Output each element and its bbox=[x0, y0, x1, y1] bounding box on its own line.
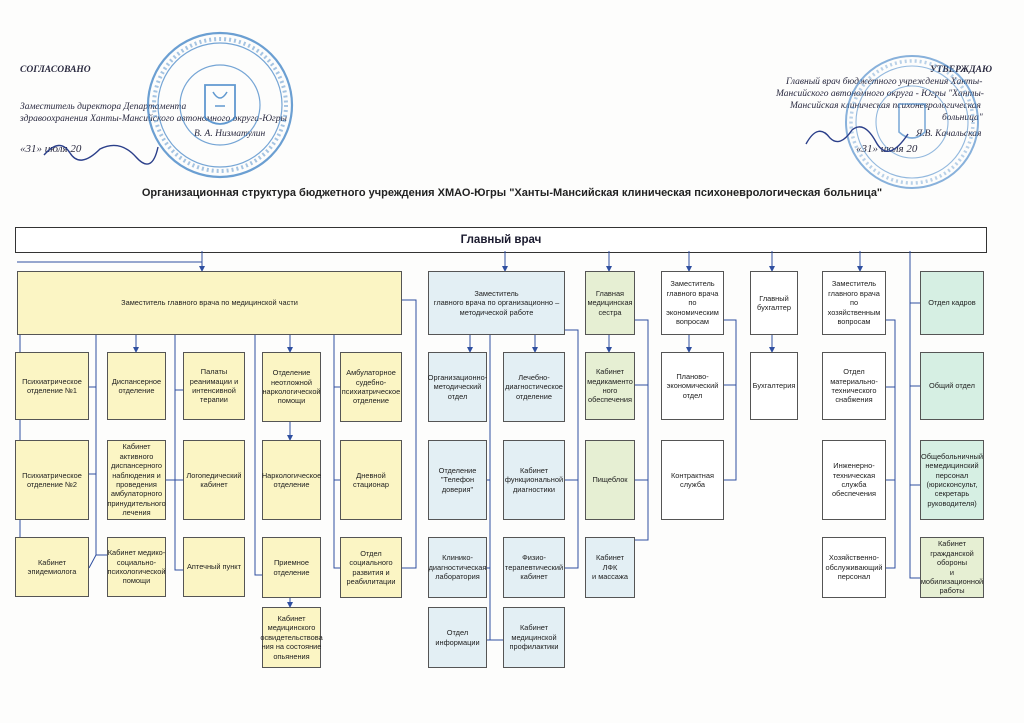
approval-right-position-4: больница" bbox=[942, 113, 983, 123]
information-dept-box: Отдел информации bbox=[428, 607, 487, 668]
medical-examination-office-box: Кабинет медицинского освидетельствова ни… bbox=[260, 607, 323, 668]
civil-defense-office-box: Кабинет гражданской обороны и мобилизаци… bbox=[920, 537, 984, 598]
food-unit-box: Пищеблок bbox=[585, 440, 635, 520]
clinical-lab-box: Клинико- диагностическая лаборатория bbox=[428, 537, 487, 598]
psychiatric-dept-2-box: Психиатрическое отделение №2 bbox=[15, 440, 89, 520]
accounting-dept-box: Бухгалтерия bbox=[750, 352, 798, 420]
date-year: 20 bbox=[70, 143, 82, 155]
pharmacy-point-box: Аптечный пункт bbox=[183, 537, 245, 597]
maintenance-staff-box: Хозяйственно- обслуживающий персонал bbox=[822, 537, 886, 598]
contract-service-box: Контрактная служба bbox=[661, 440, 724, 520]
icu-wards-box: Палаты реанимации и интенсивной терапии bbox=[183, 352, 245, 420]
physiotherapy-office-box: Физио- терапевтический кабинет bbox=[503, 537, 565, 598]
date-year: 20 bbox=[906, 143, 918, 155]
personnel-department-box: Отдел кадров bbox=[920, 271, 984, 335]
speech-therapy-office-box: Логопедический кабинет bbox=[183, 440, 245, 520]
diagnostics-dept-box: Лечебно- диагностическое отделение bbox=[503, 352, 565, 422]
functional-diagnostics-box: Кабинет функциональной диагностики bbox=[503, 440, 565, 520]
chief-physician-box: Главный врач bbox=[15, 227, 987, 253]
chief-accountant-box: Главный бухгалтер bbox=[750, 271, 798, 335]
deputy-medical-box: Заместитель главного врача по медицинско… bbox=[17, 271, 402, 335]
signature-left bbox=[43, 144, 159, 165]
approval-left-position-2: здравоохранения Ханты-Мансийского автоно… bbox=[20, 114, 287, 124]
approval-left-signer: В. А. Низматулин bbox=[194, 129, 266, 139]
day-hospital-box: Дневной стационар bbox=[340, 440, 402, 520]
forensic-psychiatry-box: Амбулаторное судебно- психиатрическое от… bbox=[340, 352, 402, 422]
prevention-office-box: Кабинет медицинской профилактики bbox=[503, 607, 565, 668]
official-stamp-left bbox=[146, 31, 294, 179]
dispensary-dept-box: Диспансерное отделение bbox=[107, 352, 166, 420]
helpline-dept-box: Отделение "Телефон доверия" bbox=[428, 440, 487, 520]
material-supply-dept-box: Отдел материально- технического снабжени… bbox=[822, 352, 886, 420]
approval-right-heading: УТВЕРЖДАЮ bbox=[930, 65, 992, 75]
official-stamp-right bbox=[845, 55, 979, 189]
date-day: 31 bbox=[861, 143, 873, 155]
active-dispensary-office-box: Кабинет активного диспансерного наблюден… bbox=[107, 440, 166, 520]
psychiatric-dept-1-box: Психиатрическое отделение №1 bbox=[15, 352, 89, 420]
org-methodical-dept-box: Организационно- методический отдел bbox=[428, 352, 487, 422]
approval-right-position-1: Главный врач бюджетного учреждения Ханты… bbox=[786, 77, 983, 87]
engineering-service-box: Инженерно- техническая служба обеспечени… bbox=[822, 440, 886, 520]
head-nurse-box: Главная медицинская сестра bbox=[585, 271, 635, 335]
approval-left-position-1: Заместитель директора Департамента bbox=[20, 102, 187, 112]
narcology-dept-box: Наркологическое отделение bbox=[262, 440, 321, 520]
approval-right-position-2: Мансийского автономного округа - Югры "Х… bbox=[776, 89, 984, 99]
medico-social-office-box: Кабинет медико- социально- психологическ… bbox=[107, 537, 166, 597]
nonmedical-staff-box: Общебольничный немедицинский персонал (ю… bbox=[920, 440, 984, 520]
epidemiologist-office-box: Кабинет эпидемиолога bbox=[15, 537, 89, 597]
approval-right-position-3: Мансийская клиническая психоневрологичес… bbox=[790, 101, 981, 111]
narcology-emergency-box: Отделение неотложной наркологической пом… bbox=[262, 352, 321, 422]
reception-dept-box: Приемное отделение bbox=[262, 537, 321, 598]
signature-right bbox=[805, 126, 909, 152]
social-rehabilitation-box: Отдел социального развития и реабилитаци… bbox=[340, 537, 402, 598]
page-title: Организационная структура бюджетного учр… bbox=[141, 187, 883, 199]
lfk-massage-office-box: Кабинет ЛФК и массажа bbox=[585, 537, 635, 598]
drug-supply-office-box: Кабинет медикаменто ного обеспечения bbox=[585, 352, 635, 420]
deputy-household-box: Заместитель главного врача по хозяйствен… bbox=[822, 271, 886, 335]
deputy-methodical-box: Заместитель главного врача по организаци… bbox=[428, 271, 565, 335]
approval-right-signer: Я.В. Качальская bbox=[916, 129, 982, 139]
planning-economics-dept-box: Планово- экономический отдел bbox=[661, 352, 724, 420]
deputy-economics-box: Заместитель главного врача по экономичес… bbox=[661, 271, 724, 335]
general-dept-box: Общий отдел bbox=[920, 352, 984, 420]
approval-left-heading: СОГЛАСОВАНО bbox=[20, 65, 91, 75]
date-day: 31 bbox=[25, 143, 37, 155]
